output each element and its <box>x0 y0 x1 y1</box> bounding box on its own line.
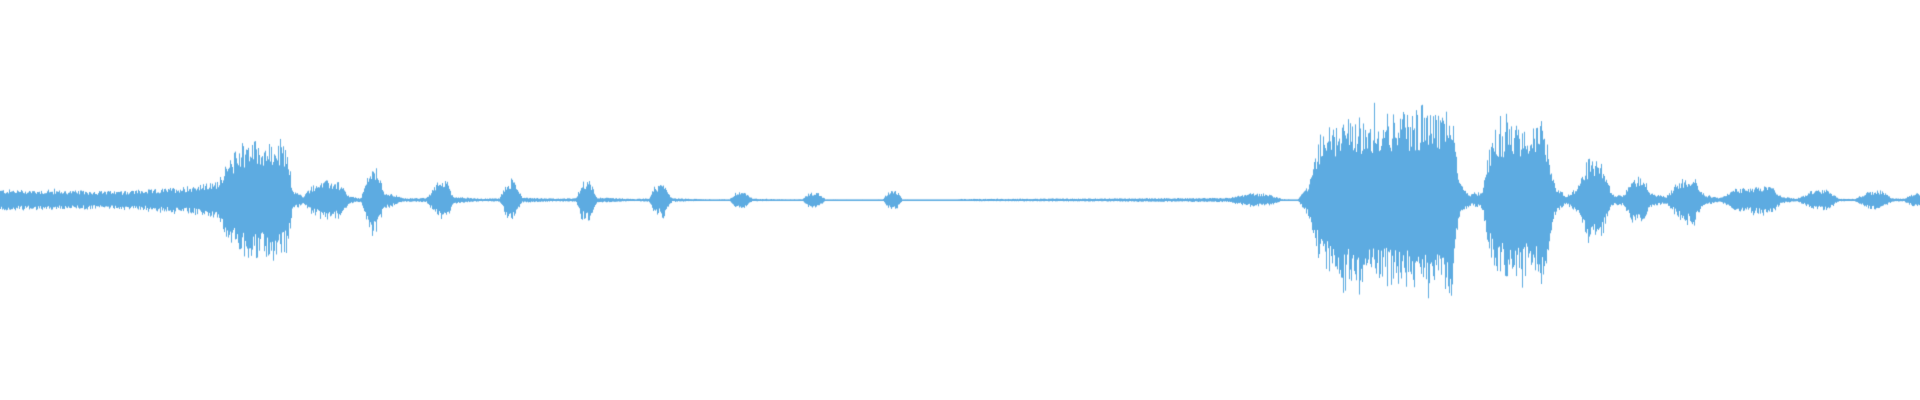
audio-waveform[interactable] <box>0 0 1920 400</box>
waveform-canvas[interactable] <box>0 0 1920 400</box>
